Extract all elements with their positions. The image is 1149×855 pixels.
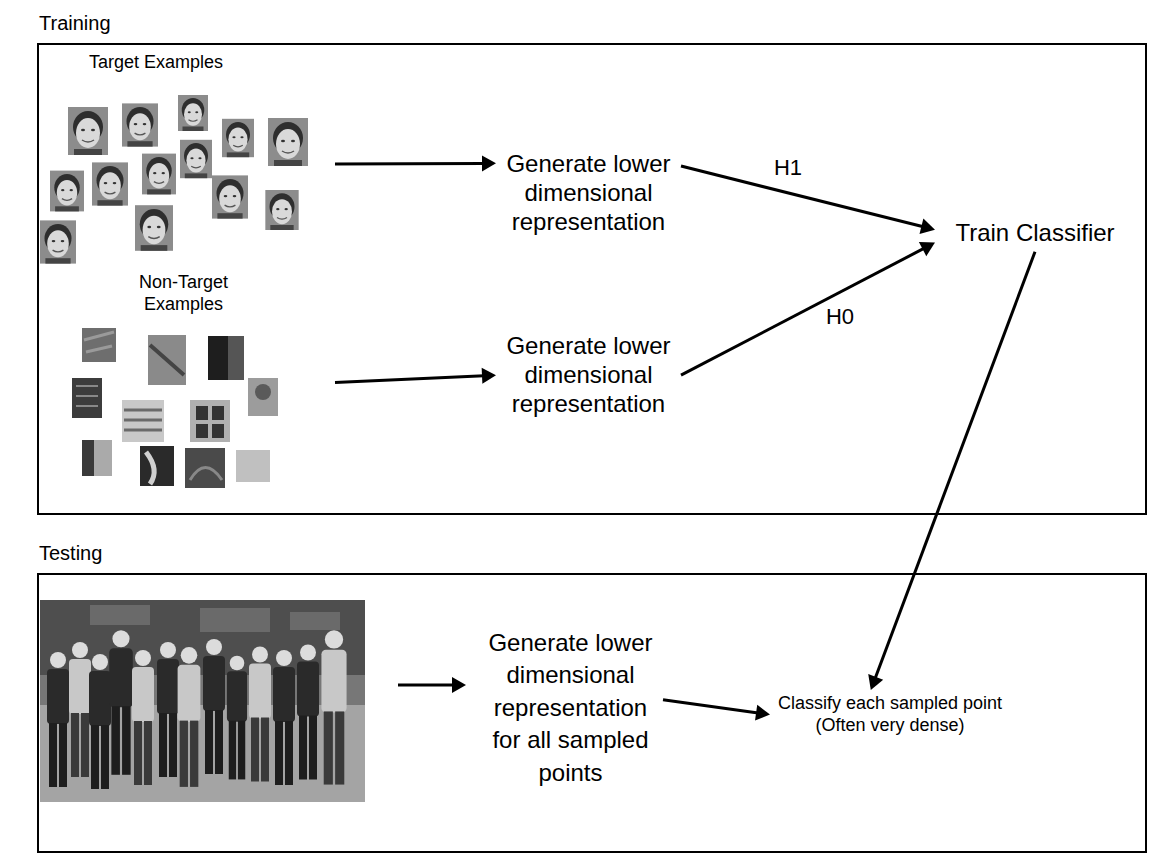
face-thumbnail: [40, 220, 76, 263]
arrow-head: [919, 242, 935, 256]
arrow-connector: [868, 252, 1035, 690]
arrow-connector: [335, 155, 496, 171]
arrow-head: [755, 705, 770, 721]
node-text: Generate lower dimensional representatio…: [498, 332, 679, 418]
arrow-connector: [663, 700, 770, 721]
face-thumbnail: [178, 95, 208, 131]
node-text: Train Classifier: [937, 219, 1133, 248]
arrow-head: [868, 674, 883, 690]
process-label: Generate lower dimensional representatio…: [496, 330, 681, 420]
face-thumbnail: [265, 190, 298, 230]
non-target-thumbnails: [72, 328, 278, 488]
node-text: Non-Target Examples: [119, 272, 249, 315]
training-panel: TrainingTarget ExamplesGenerate lower di…: [37, 43, 1147, 515]
face-thumbnail: [222, 119, 254, 157]
person-figure: [249, 647, 271, 782]
arrow-connector: [335, 368, 496, 384]
example-group: Non-Target Examples: [60, 270, 335, 495]
panel-heading: Testing: [39, 542, 102, 565]
node-text: Generate lower dimensional representatio…: [480, 627, 661, 789]
person-figure: [157, 642, 179, 777]
person-figure: [69, 642, 91, 777]
face-thumbnail: [122, 103, 158, 146]
person-figure: [273, 650, 295, 785]
process-label: Generate lower dimensional representatio…: [496, 148, 681, 238]
arrow-head: [919, 219, 935, 235]
edge-label: H0: [823, 304, 857, 330]
person-figure: [178, 647, 201, 787]
connector-line: [875, 252, 1035, 679]
connector-line: [335, 162, 484, 166]
classify-label: Classify each sampled point (Often very …: [770, 690, 1010, 739]
face-thumbnail: [212, 175, 248, 218]
face-thumbnail: [135, 205, 173, 251]
arrow-connector: [681, 166, 935, 234]
arrow-connector: [681, 242, 935, 375]
face-thumbnail: [92, 162, 128, 205]
face-thumbnail: [180, 140, 212, 178]
person-figure: [132, 650, 154, 785]
arrow-head: [482, 368, 496, 384]
connector-line: [335, 376, 484, 383]
person-figure: [89, 654, 111, 789]
connector-line: [663, 700, 758, 713]
face-thumbnail: [142, 154, 176, 195]
person-figure: [297, 645, 319, 780]
panel-heading: Training: [39, 12, 111, 35]
input-arrow: [398, 677, 466, 693]
example-group: Target Examples: [35, 50, 335, 265]
person-figure: [47, 652, 69, 787]
group-photo: [40, 600, 365, 802]
node-text: Generate lower dimensional representatio…: [498, 150, 679, 236]
person-figure: [109, 630, 133, 775]
node-text: Target Examples: [37, 52, 275, 74]
edge-label: H1: [771, 155, 805, 181]
testing-panel: TestingGenerate lower dimensional repres…: [37, 573, 1147, 853]
face-thumbnail: [268, 118, 308, 166]
person-figure: [203, 639, 225, 774]
face-thumbnail: [50, 171, 84, 212]
node-text: Classify each sampled point (Often very …: [772, 693, 1008, 736]
person-figure: [227, 656, 247, 780]
person-figure: [321, 630, 346, 784]
connector-line: [681, 248, 924, 375]
face-thumbnail: [68, 107, 108, 155]
classifier-label: Train Classifier: [935, 215, 1135, 252]
process-label: Generate lower dimensional representatio…: [478, 625, 663, 791]
arrow-head: [482, 155, 496, 171]
